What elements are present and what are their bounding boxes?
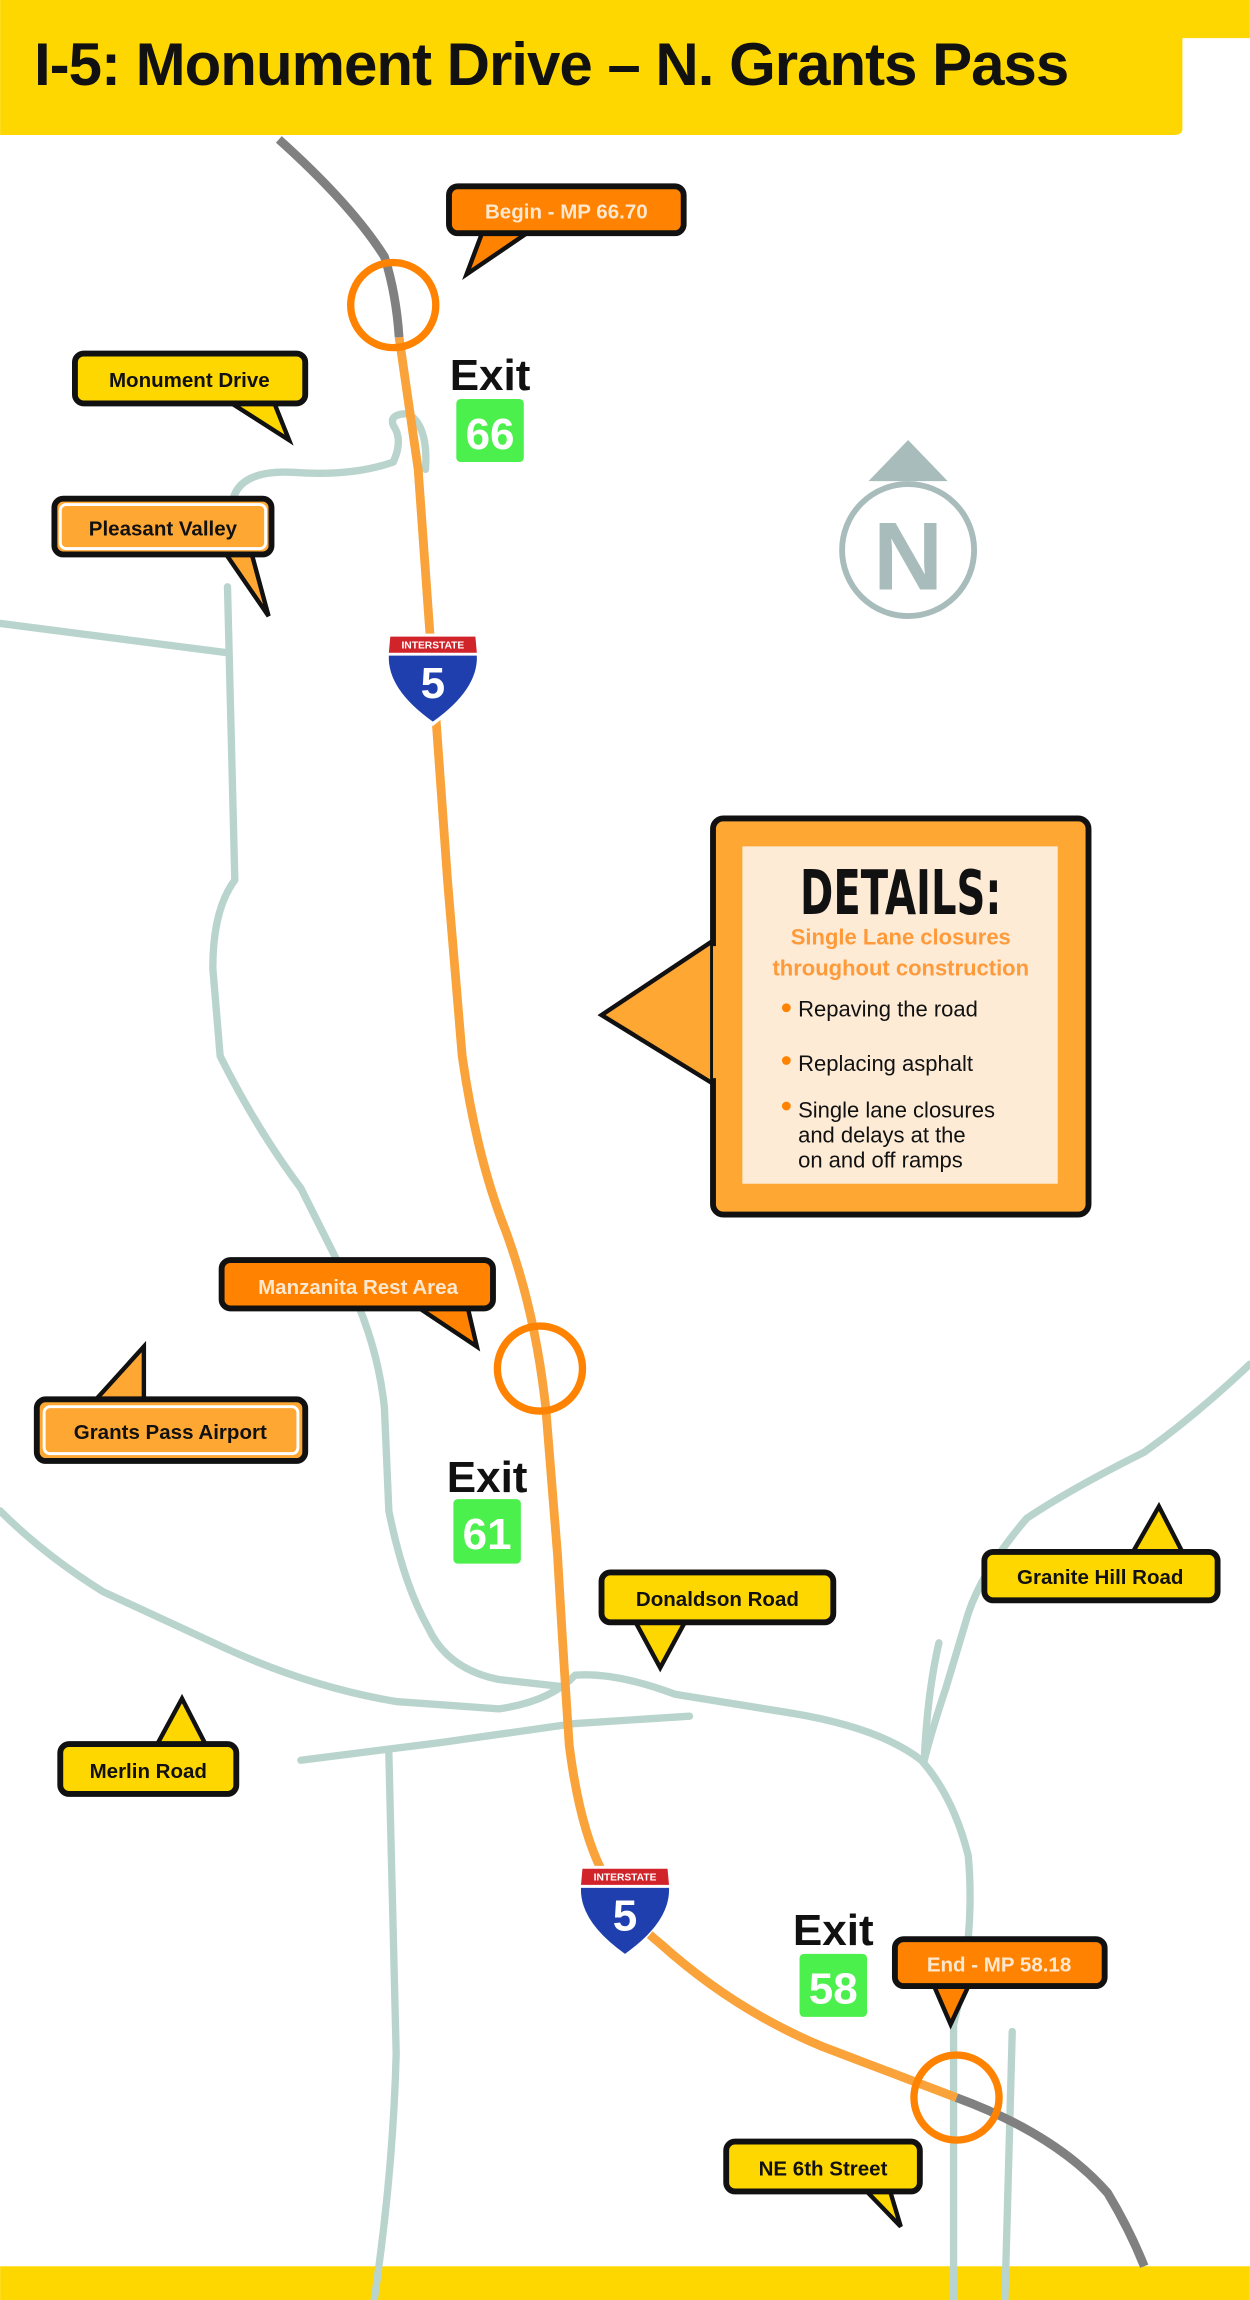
callout-ne-6th: NE 6th Street xyxy=(723,2138,923,2229)
svg-text:Single Lane closures: Single Lane closures xyxy=(791,925,1011,950)
svg-text:INTERSTATE: INTERSTATE xyxy=(401,640,464,651)
road xyxy=(209,583,569,1691)
svg-text:58: 58 xyxy=(809,1965,858,2014)
road xyxy=(297,1712,694,1764)
i5-project-segment xyxy=(394,336,959,2102)
interstate-shield-icon: INTERSTATE 5 xyxy=(385,633,481,727)
callout-monument-drive: Monument Drive xyxy=(72,350,309,446)
end-marker-circle xyxy=(910,2051,1003,2144)
exit-66: Exit 66 xyxy=(450,351,531,463)
svg-text:Granite Hill Road: Granite Hill Road xyxy=(1017,1566,1183,1589)
callout-end: End - MP 58.18 xyxy=(891,1936,1108,2030)
svg-text:Donaldson Road: Donaldson Road xyxy=(636,1588,799,1611)
svg-text:Grants Pass Airport: Grants Pass Airport xyxy=(74,1421,267,1444)
svg-text:Manzanita Rest Area: Manzanita Rest Area xyxy=(258,1276,458,1299)
interstate-shield-icon: INTERSTATE 5 xyxy=(577,1865,673,1959)
road xyxy=(0,619,232,657)
svg-text:Monument Drive: Monument Drive xyxy=(109,369,270,392)
local-roads xyxy=(0,409,1250,2300)
road xyxy=(920,1639,943,1764)
freeway-north xyxy=(275,136,404,338)
freeway-south xyxy=(954,2093,1149,2268)
svg-text:5: 5 xyxy=(613,1891,637,1940)
svg-text:Exit: Exit xyxy=(450,351,531,400)
detail-bullet: Replacing asphalt xyxy=(798,1051,973,1076)
callout-airport: Grants Pass Airport xyxy=(33,1340,309,1464)
svg-text:on and off ramps: on and off ramps xyxy=(798,1148,963,1173)
road xyxy=(370,1749,400,2300)
svg-text:Exit: Exit xyxy=(793,1906,874,1955)
road xyxy=(1001,2027,1016,2300)
bottom-banner xyxy=(0,2266,1250,2300)
svg-text:and delays at the: and delays at the xyxy=(798,1123,966,1148)
svg-text:5: 5 xyxy=(421,659,445,708)
title-banner xyxy=(0,0,1250,135)
svg-text:Begin - MP 66.70: Begin - MP 66.70 xyxy=(485,201,648,224)
page-title: I-5: Monument Drive – N. Grants Pass xyxy=(34,31,1069,98)
detail-bullet: Single lane closures xyxy=(798,1098,995,1123)
callout-granite-hill: Granite Hill Road xyxy=(981,1501,1221,1604)
begin-marker-circle xyxy=(347,258,440,352)
callout-begin: Begin - MP 66.70 xyxy=(446,183,687,281)
road xyxy=(228,409,430,510)
callout-donaldson: Donaldson Road xyxy=(598,1569,837,1673)
details-heading: DETAILS: xyxy=(800,858,1001,929)
callout-pleasant-valley: Pleasant Valley xyxy=(51,495,275,618)
svg-text:End - MP 58.18: End - MP 58.18 xyxy=(927,1953,1071,1976)
details-panel: DETAILS: Single Lane closures throughout… xyxy=(597,815,1092,1218)
svg-text:throughout construction: throughout construction xyxy=(772,955,1029,980)
north-arrow-icon: N xyxy=(839,440,978,620)
svg-text:Merlin Road: Merlin Road xyxy=(90,1760,207,1783)
callout-manzanita: Manzanita Rest Area xyxy=(218,1257,496,1352)
svg-text:61: 61 xyxy=(463,1510,512,1559)
road xyxy=(0,1507,974,2300)
svg-text:Pleasant Valley: Pleasant Valley xyxy=(89,517,238,540)
svg-text:66: 66 xyxy=(466,410,515,459)
detail-bullet: Repaving the road xyxy=(798,997,978,1022)
exit-61-marker-circle xyxy=(493,1322,587,1415)
callout-merlin: Merlin Road xyxy=(57,1693,240,1797)
compass-letter: N xyxy=(873,502,943,611)
svg-text:INTERSTATE: INTERSTATE xyxy=(594,1872,657,1883)
road xyxy=(920,1360,1250,1764)
exit-61: Exit 61 xyxy=(447,1453,528,1564)
svg-text:NE 6th Street: NE 6th Street xyxy=(759,2157,888,2180)
svg-text:Exit: Exit xyxy=(447,1453,528,1502)
exit-58: Exit 58 xyxy=(793,1906,874,2017)
